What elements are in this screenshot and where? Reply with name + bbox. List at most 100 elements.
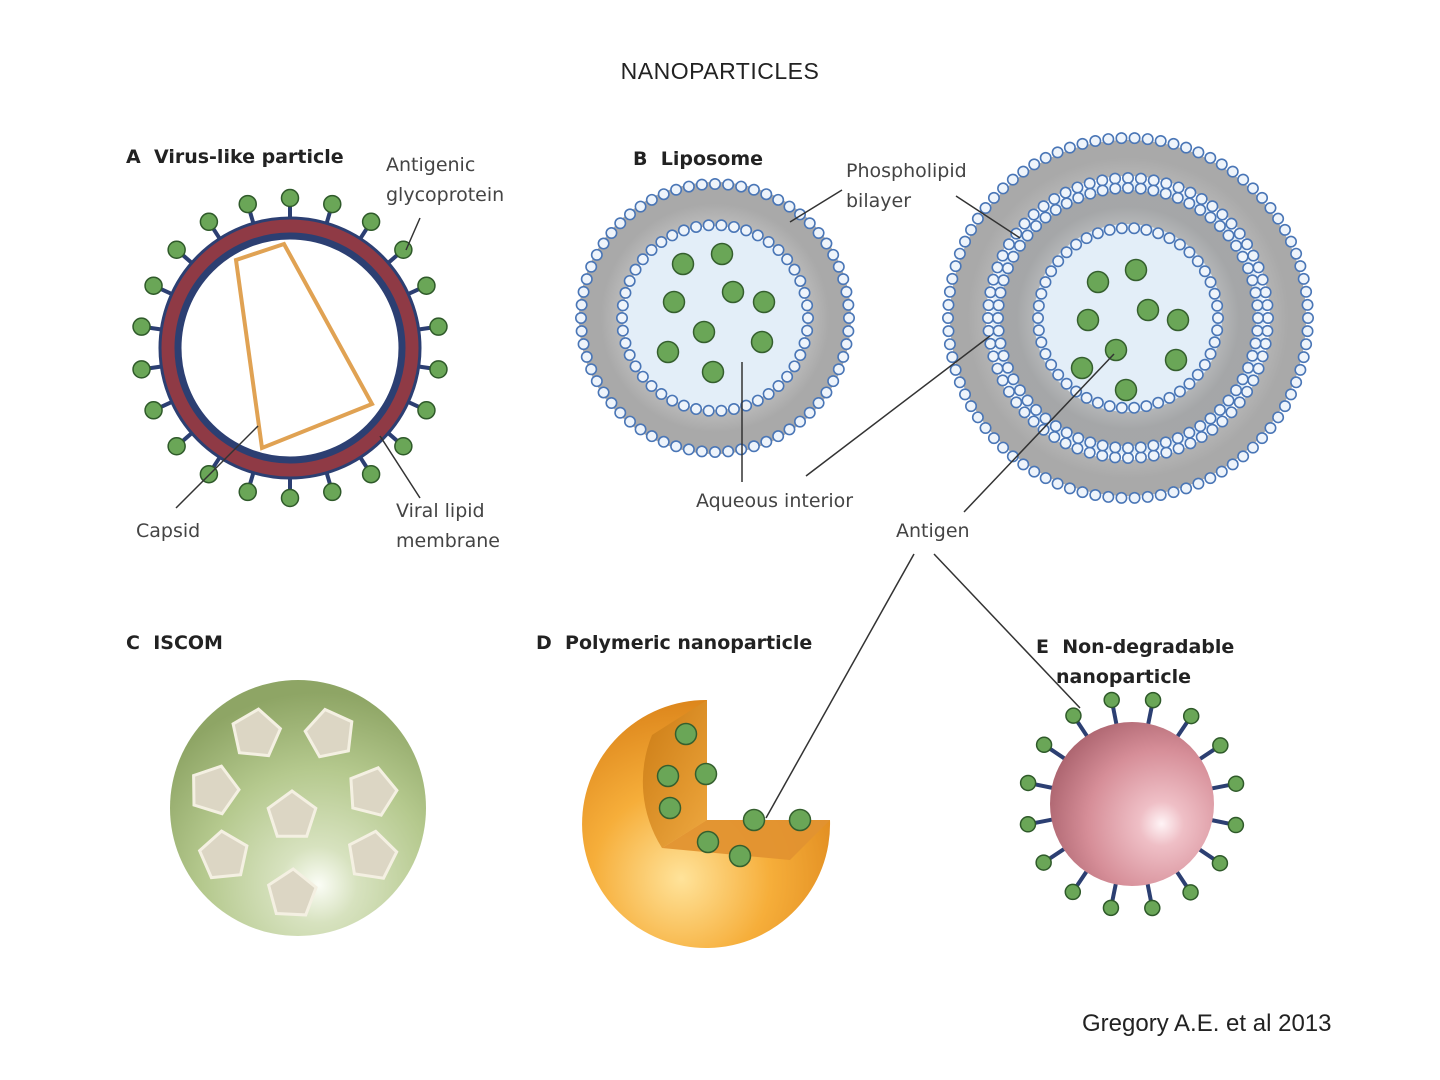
lipid-head [1122,182,1135,195]
lipid-head [1183,246,1196,259]
lipid-head [597,237,610,250]
panel-a-letter: A [126,146,141,168]
lipid-head [842,325,855,338]
lipid-head [783,200,796,213]
lipid-head [670,440,683,453]
lipid-head [1080,232,1093,245]
lipid-head [1060,377,1073,390]
lipid-head [1272,212,1285,225]
lipid-head [1109,451,1122,464]
antigen-leader-line-b [963,353,1115,513]
lipid-head [1134,182,1147,195]
lipid-head [1128,401,1141,414]
lipid-head [580,350,593,363]
membrane-label-line2: membrane [396,530,500,552]
lipid-head [971,411,984,424]
lipid-head [1013,384,1026,397]
lipid-head [971,212,984,225]
nanoparticle-antigen-spikes [1019,691,1245,917]
lipid-head [1141,133,1154,146]
lipid-head [1226,458,1239,471]
lipid-head [1172,181,1185,194]
antigen [674,722,698,746]
antigen [710,242,734,266]
lipid-head [695,178,708,191]
large-lipid-heads [941,132,1315,504]
lipid-head [1049,203,1062,216]
lipid-head [751,229,764,242]
lipid-head [1059,437,1072,450]
lipid-head [1010,227,1023,240]
lipid-head [1028,158,1041,171]
lipid-head [837,350,850,363]
virus-like-particle-diagram [132,188,448,509]
lipid-head [1290,376,1303,389]
lipid-head [1284,388,1297,401]
lipid-head [1215,158,1228,171]
lipid-head [740,224,753,237]
lipid-head [996,249,1009,262]
lipid-head [1002,385,1015,398]
lipid-head [1159,187,1172,200]
panel-e-name-line2: nanoparticle [1056,666,1191,688]
lipid-head [772,244,785,257]
lipid-head [1039,276,1052,289]
bilayer-leader-line-a [789,189,843,223]
antigen [742,808,766,832]
antigen-spike-head [1035,854,1052,871]
lipid-head [987,432,1000,445]
iscom-diagram [170,680,426,936]
lipid-head [1225,217,1238,230]
pentagon [197,829,249,880]
glycoprotein-spike-head [323,194,342,214]
lipid-head [751,394,764,407]
pentagon [349,766,399,817]
lipid-head [827,375,840,388]
lipid-head [1152,227,1165,240]
lipid-head [1115,491,1128,504]
lipid-head [1070,238,1083,251]
lipid-head [1030,403,1043,416]
antigen [752,290,776,314]
panel-d-name: Polymeric nanoparticle [565,632,813,654]
large-antigens [1070,258,1190,402]
glycoprotein-spike-head [280,188,300,208]
panel-e-heading: E Non-degradable nanoparticle [1036,632,1234,692]
lipid-head [1204,276,1217,289]
lipid-head [1191,368,1204,381]
antigen-label: Antigen [896,520,970,542]
panel-e-letter: E [1036,636,1049,658]
antigenic-glycoprotein-label: Antigenic glycoprotein [386,150,504,210]
lipid-head [1115,401,1128,414]
lipid-head [1134,172,1147,185]
glycoprotein-leader-line [405,217,421,251]
antigen-spike-head [1102,899,1120,917]
citation-credit: Gregory A.E. et al 2013 [1082,1010,1332,1037]
lipid-head [619,337,632,350]
panel-a-name: Virus-like particle [153,146,344,168]
lipid-head [832,363,845,376]
lipid-head [1049,420,1062,433]
lipid-head [1122,451,1135,464]
lipid-head [997,349,1010,362]
lipid-head [1198,265,1211,278]
antigen-spike-head [1103,691,1120,709]
lipid-head [747,440,760,453]
polymeric-nanoparticle-diagram [582,699,831,948]
lipid-head [979,422,992,435]
lipid-head [1051,146,1064,159]
antigen [1136,298,1160,322]
antigen [1070,356,1094,380]
lipid-head [1037,423,1050,436]
lipid-head [1037,200,1050,213]
glycoprotein-spike-head [323,482,342,502]
lipid-head [590,248,603,261]
antigen-spike-head [1211,854,1229,872]
lipid-head [1071,442,1084,455]
lipid-head [1264,422,1277,435]
lipid-head [1060,197,1073,210]
lipid-head [740,399,753,412]
lipid-head [984,286,997,299]
pentagon [266,789,318,838]
lipid-head [953,376,966,389]
